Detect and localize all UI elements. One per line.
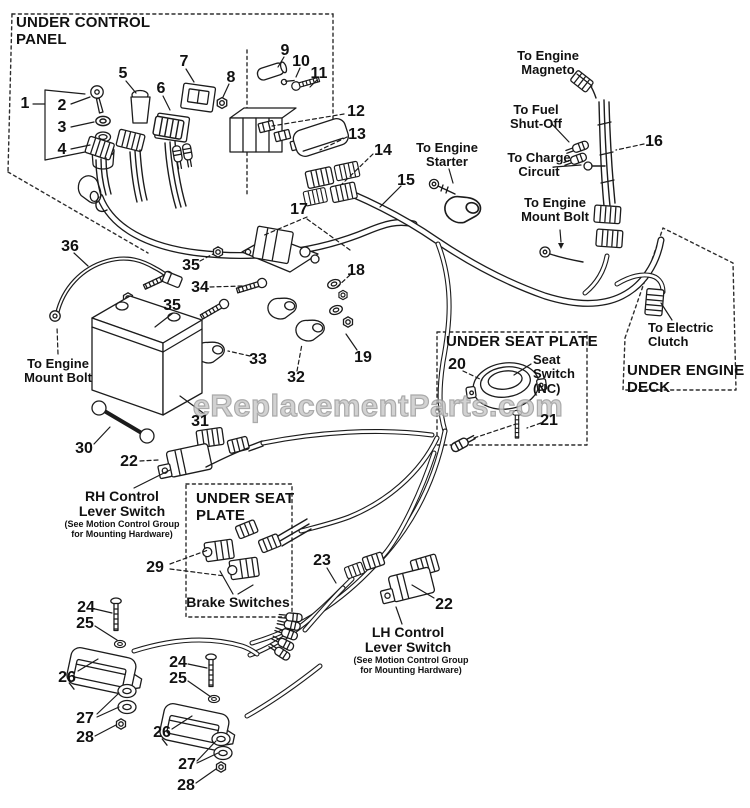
region-title-under-control-panel: UNDER CONTROL PANEL	[16, 14, 151, 48]
part-number-17: 17	[290, 201, 308, 218]
part-number-28: 28	[76, 729, 94, 746]
engine-harness-16	[562, 69, 624, 249]
part-number-14: 14	[374, 142, 392, 159]
part-number-27: 27	[76, 710, 94, 727]
part-number-11: 11	[310, 65, 328, 82]
part-number-20: 20	[448, 356, 466, 373]
part-number-27: 27	[178, 756, 196, 773]
part-number-8: 8	[226, 69, 236, 86]
part-number-25: 25	[169, 670, 187, 687]
callout-lh-motion-note: (See Motion Control Group for Mounting H…	[353, 655, 469, 676]
control-panel-parts	[76, 82, 228, 213]
callout-seat-switch-nc: Seat Switch (NC)	[533, 352, 575, 396]
callout-to-engine-mount-bolt-right: To Engine Mount Bolt	[521, 195, 589, 225]
part-number-30: 30	[75, 440, 93, 457]
part-number-6: 6	[156, 80, 166, 97]
part-number-13: 13	[348, 126, 366, 143]
part-number-22: 22	[435, 596, 453, 613]
part-number-29: 29	[146, 559, 164, 576]
part-number-25: 25	[76, 615, 94, 632]
callout-to-engine-mount-bolt-left: To Engine Mount Bolt	[24, 356, 92, 386]
region-title-under-seat-plate-center: UNDER SEAT PLATE	[196, 490, 295, 524]
part-number-10: 10	[292, 53, 310, 70]
starter-terminal	[428, 168, 484, 230]
part-number-24: 24	[169, 654, 187, 671]
part-number-35: 35	[182, 257, 200, 274]
part-number-26: 26	[153, 724, 171, 741]
part-number-3: 3	[57, 119, 67, 136]
callout-to-electric-clutch: To Electric Clutch	[648, 320, 714, 350]
part-number-22: 22	[120, 453, 138, 470]
part-number-18: 18	[347, 262, 365, 279]
part-number-16: 16	[645, 133, 663, 150]
part-number-7: 7	[179, 53, 189, 70]
part-number-26: 26	[58, 669, 76, 686]
callout-rh-motion-note: (See Motion Control Group for Mounting H…	[64, 519, 180, 540]
electric-clutch-connector	[644, 287, 673, 321]
part-number-2: 2	[57, 97, 67, 114]
rh-switch-cluster	[154, 426, 264, 481]
callout-to-engine-starter: To Engine Starter	[416, 140, 478, 170]
callout-to-charge-circuit: To Charge Circuit	[507, 150, 571, 180]
part-number-5: 5	[118, 65, 128, 82]
watermark: eReplacementParts.com	[192, 387, 564, 423]
battery-cable-36	[49, 256, 183, 322]
fuse-assembly	[229, 61, 361, 207]
callout-to-fuel-shut-off: To Fuel Shut-Off	[510, 102, 562, 132]
region-title-under-engine-deck: UNDER ENGINE DECK	[627, 362, 745, 396]
rod-30	[91, 400, 155, 444]
part-number-35: 35	[163, 297, 181, 314]
part-number-9: 9	[280, 42, 290, 59]
brake-switches-illustration	[200, 518, 312, 581]
wire-fan-connectors	[266, 611, 303, 663]
leader-lines	[32, 56, 645, 784]
part-number-4: 4	[57, 141, 67, 158]
callout-brake-switches: Brake Switches	[186, 594, 290, 610]
part-number-36: 36	[61, 238, 79, 255]
part-number-34: 34	[191, 279, 209, 296]
part-number-28: 28	[177, 777, 195, 794]
part-number-33: 33	[249, 351, 267, 368]
part-number-15: 15	[397, 172, 415, 189]
part-number-12: 12	[347, 103, 365, 120]
part-number-23: 23	[313, 552, 331, 569]
callout-to-engine-magneto: To Engine Magneto	[517, 48, 579, 78]
battery-illustration	[91, 295, 203, 416]
engine-mount-terminal-right	[539, 229, 584, 263]
part-number-21: 21	[540, 412, 558, 429]
solenoid-17	[122, 225, 354, 367]
callout-rh-control-lever-switch: RH Control Lever Switch	[78, 488, 166, 520]
part-number-24: 24	[77, 599, 95, 616]
callout-lh-control-lever-switch: LH Control Lever Switch	[364, 624, 452, 656]
region-title-under-seat-plate-right: UNDER SEAT PLATE	[446, 333, 598, 350]
part-number-1: 1	[20, 95, 30, 112]
part-number-31: 31	[191, 413, 209, 430]
part-number-19: 19	[354, 349, 372, 366]
part-number-32: 32	[287, 369, 305, 386]
seat-switch-illustration	[449, 362, 548, 454]
